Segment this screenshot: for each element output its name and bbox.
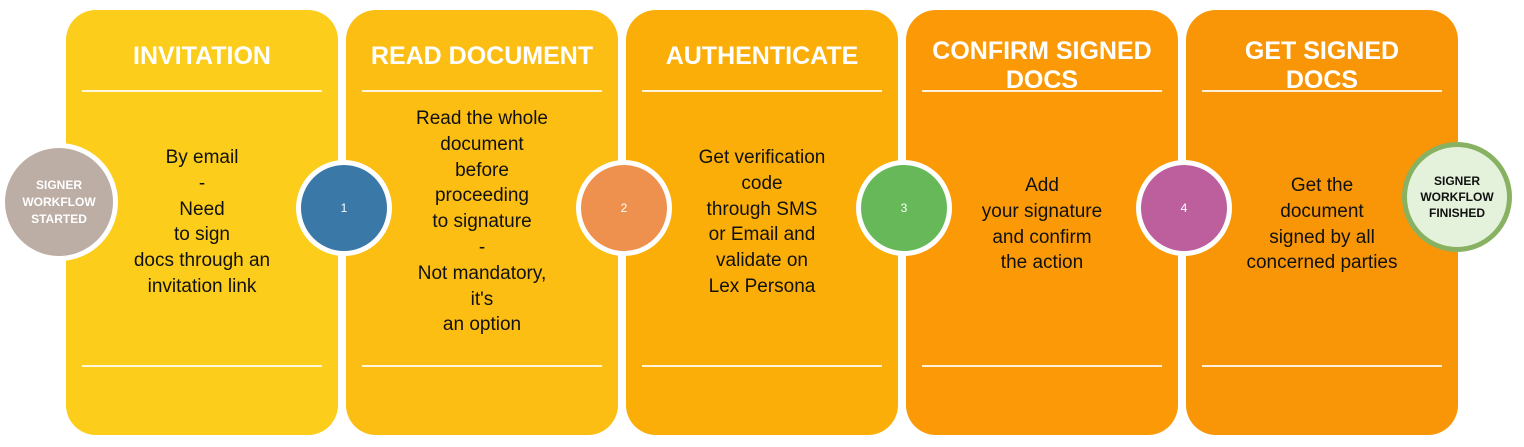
divider [362,90,602,92]
workflow-start-node: SIGNER WORKFLOW STARTED [0,143,118,261]
step-description: Read the whole document before proceedin… [415,108,549,336]
step-connector-2: 2 [576,160,672,256]
step-description: By email - Need to sign docs through an … [133,147,271,297]
step-connector-1: 1 [296,160,392,256]
step-title: INVITATION [133,41,271,70]
divider [642,90,882,92]
step-read-document: READ DOCUMENT Read the whole document be… [346,10,618,435]
divider [82,90,322,92]
step-title: CONFIRM SIGNED DOCS [932,37,1152,94]
step-authenticate: AUTHENTICATE Get verification code throu… [626,10,898,435]
divider [362,365,602,367]
step-description: Add your signature and confirm the actio… [981,175,1103,274]
step-title: READ DOCUMENT [370,41,594,70]
divider [1202,90,1442,92]
step-title: AUTHENTICATE [665,41,859,70]
step-confirm-signed-docs: CONFIRM SIGNED DOCS Add your signature a… [906,10,1178,435]
step-title: GET SIGNED DOCS [1244,37,1400,94]
divider [922,90,1162,92]
divider [1202,365,1442,367]
step-connector-3: 3 [856,160,952,256]
step-connector-4: 4 [1136,160,1232,256]
step-description: Get the document signed by all concerned… [1246,175,1398,274]
step-description: Get verification code through SMS or Ema… [698,147,826,297]
divider [82,365,322,367]
divider [922,365,1162,367]
divider [642,365,882,367]
workflow-end-node: SIGNER WORKFLOW FINISHED [1402,142,1512,252]
